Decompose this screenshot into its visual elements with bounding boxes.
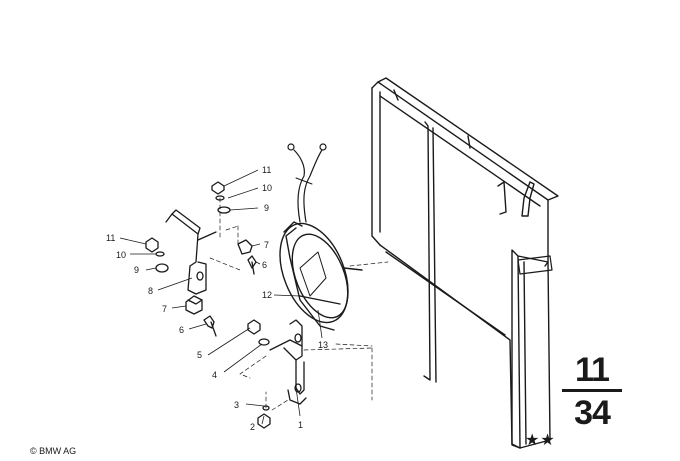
leader-lines — [119, 169, 323, 425]
callout-numbers: 1 2 3 4 5 6 7 8 9 10 11 12 13 7 6 9 10 1… — [106, 165, 328, 432]
group-divider — [562, 389, 622, 392]
callout-2: 2 — [250, 422, 255, 432]
callout-9: 9 — [134, 265, 139, 275]
callout-11-upper: 11 — [262, 165, 271, 175]
callout-10-upper: 10 — [262, 183, 272, 193]
radiator — [371, 77, 559, 449]
copyright-notice: © BMW AG — [30, 446, 77, 456]
rating-stars: ★★ — [525, 430, 556, 449]
callout-7: 7 — [162, 304, 167, 314]
callout-11: 11 — [106, 233, 115, 243]
group-main-number: 11 — [575, 351, 610, 389]
callout-12: 12 — [262, 290, 272, 300]
lower-bracket-group — [239, 319, 307, 429]
group-number: 11 34 — [560, 352, 624, 431]
callout-8: 8 — [148, 286, 153, 296]
callout-6: 6 — [179, 325, 184, 335]
callout-5: 5 — [197, 350, 202, 360]
group-sub-number: 34 — [574, 394, 611, 432]
callout-9-upper: 9 — [264, 203, 269, 213]
callout-7-right: 7 — [264, 240, 269, 250]
fan-assembly — [279, 143, 389, 401]
callout-10: 10 — [116, 250, 126, 260]
callout-13: 13 — [318, 340, 328, 350]
callout-6-right: 6 — [262, 260, 267, 270]
callout-1: 1 — [298, 420, 303, 430]
upper-bracket-group — [145, 181, 257, 337]
callout-3: 3 — [234, 400, 239, 410]
callout-4: 4 — [212, 370, 217, 380]
